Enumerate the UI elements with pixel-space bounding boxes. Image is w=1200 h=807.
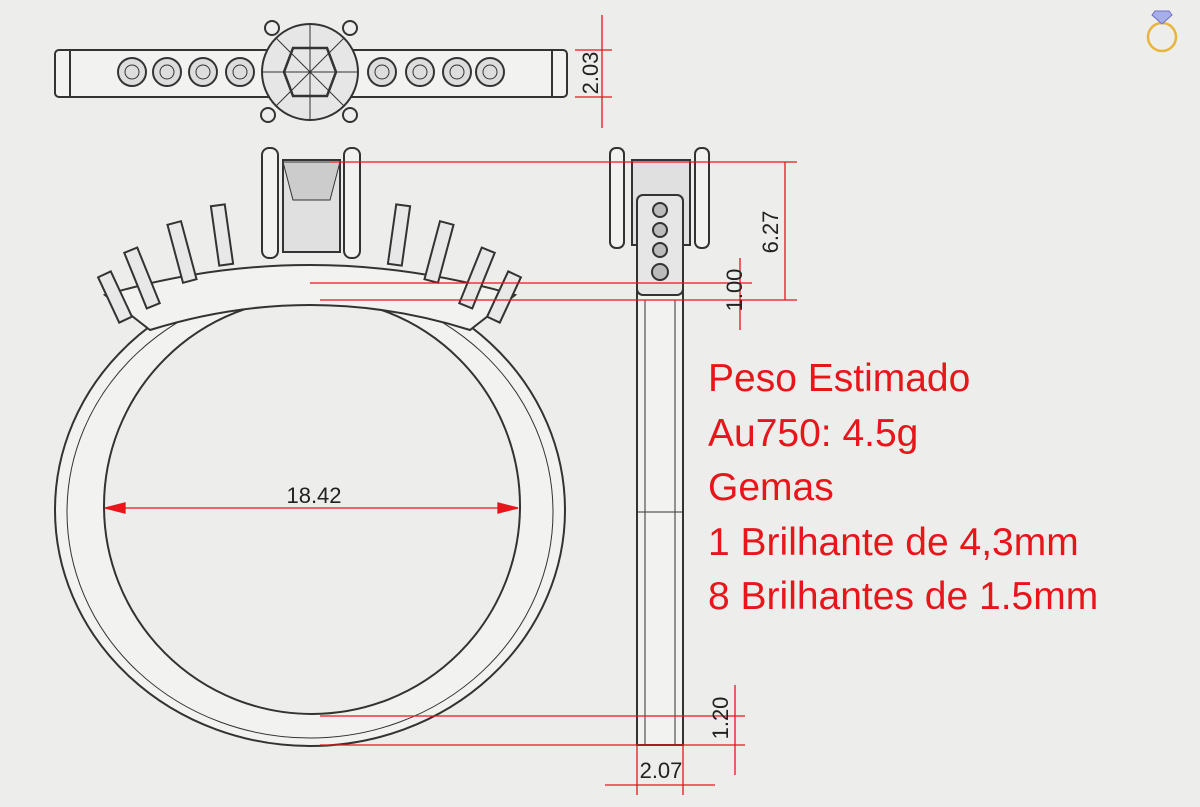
specs-side-stones: 8 Brilhantes de 1.5mm	[708, 575, 1099, 618]
prong-left	[261, 147, 279, 259]
side-stones-front	[96, 203, 523, 324]
front-view	[54, 147, 566, 747]
dimension-lines	[104, 15, 797, 795]
top-view	[54, 20, 568, 123]
dim-inner-diameter: 18.42	[286, 483, 341, 508]
prong-right	[343, 147, 361, 259]
dim-gallery-height: 1.00	[722, 269, 747, 312]
weight-specs: Peso Estimado Au750: 4.5g Gemas 1 Brilha…	[708, 352, 1098, 625]
dim-top-height: 2.03	[578, 52, 603, 95]
specs-center-stone: 1 Brilhante de 4,3mm	[708, 520, 1079, 564]
dim-head-height: 6.27	[758, 211, 783, 254]
prongs-top	[260, 20, 358, 123]
dim-shank-thickness: 1.20	[708, 697, 733, 740]
side-stones-top	[117, 57, 505, 87]
ring-logo-icon	[1146, 10, 1178, 53]
side-view	[609, 147, 710, 746]
specs-gems-label: Gemas	[708, 466, 834, 509]
dim-shank-width: 2.07	[640, 758, 683, 783]
specs-weight: Au750: 4.5g	[708, 411, 919, 455]
specs-title: Peso Estimado	[708, 357, 971, 400]
